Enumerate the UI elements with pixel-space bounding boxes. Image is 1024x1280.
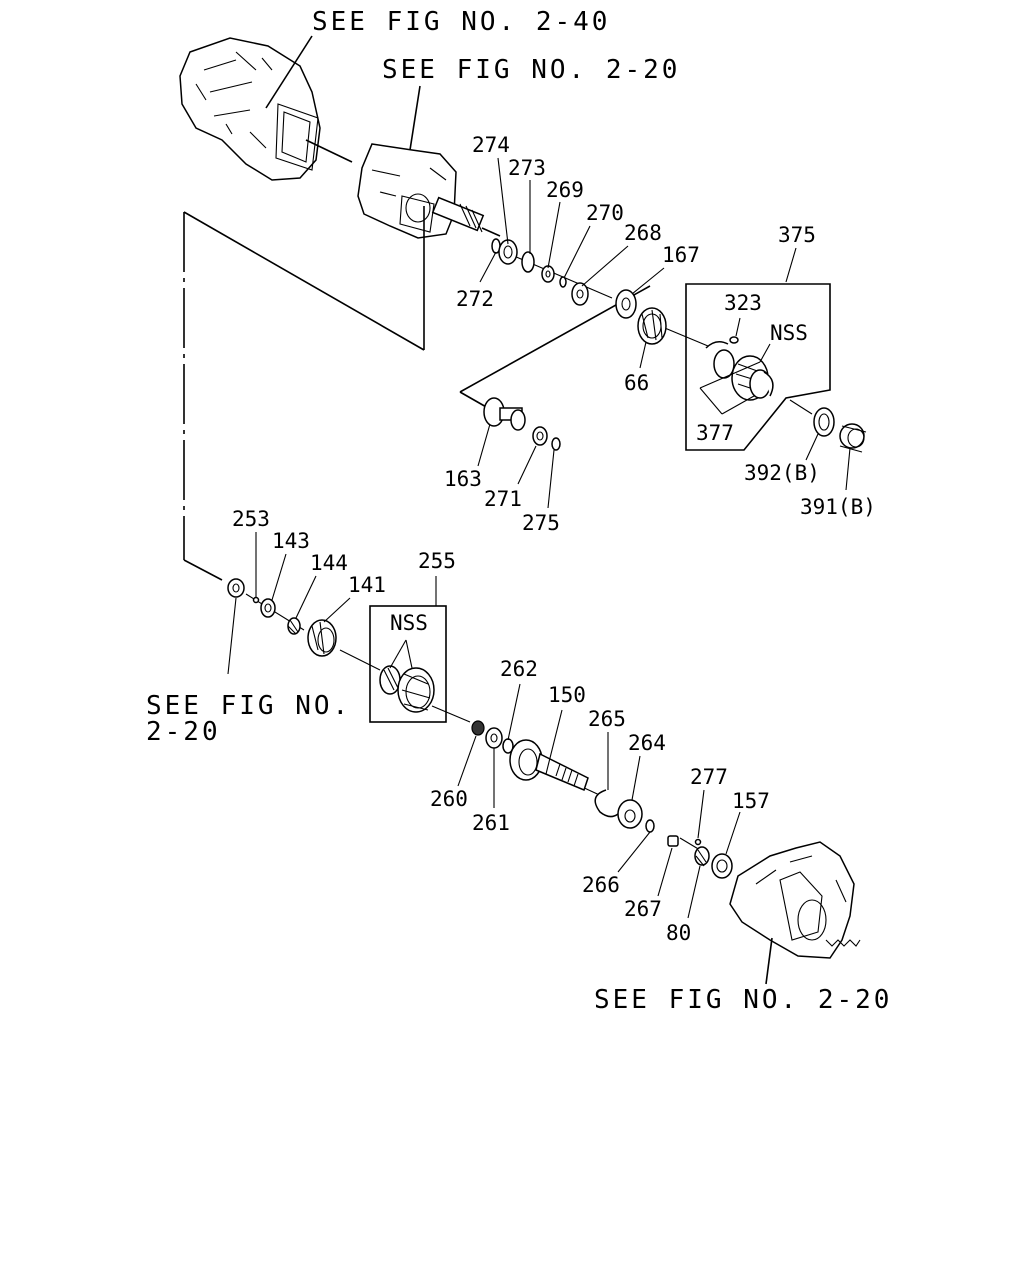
- label-nss-upper: NSS: [770, 321, 808, 345]
- part-66: [637, 307, 667, 345]
- label-265: 265: [588, 707, 626, 731]
- part-271: [532, 426, 548, 446]
- label-260: 260: [430, 787, 468, 811]
- label-150: 150: [548, 683, 586, 707]
- part-163: [483, 397, 526, 431]
- label-141: 141: [348, 573, 386, 597]
- label-143: 143: [272, 529, 310, 553]
- label-66: 66: [624, 371, 649, 395]
- part-167: [615, 289, 637, 319]
- label-167: 167: [662, 243, 700, 267]
- label-277: 277: [690, 765, 728, 789]
- part-144: [287, 617, 301, 635]
- reference-labels: SEE FIG NO. 2-40 SEE FIG NO. 2-20 SEE FI…: [146, 7, 892, 1015]
- part-268: [571, 282, 589, 306]
- label-267: 267: [624, 897, 662, 921]
- label-272: 272: [456, 287, 494, 311]
- label-274: 274: [472, 133, 510, 157]
- leader-fig-2-20-bottom: [765, 937, 773, 985]
- part-265: [594, 789, 619, 818]
- part-277: [694, 838, 702, 846]
- label-253: 253: [232, 507, 270, 531]
- label-268: 268: [624, 221, 662, 245]
- part-273: [521, 251, 535, 273]
- label-144: 144: [310, 551, 348, 575]
- label-391b: 391(B): [800, 495, 876, 519]
- ref-fig-2-40-top: SEE FIG NO. 2-40: [312, 7, 610, 37]
- part-255-synchronizer: [379, 665, 435, 713]
- part-266: [645, 819, 655, 833]
- part-141: [307, 619, 337, 657]
- part-375-synchronizer: [705, 336, 774, 401]
- label-269: 269: [546, 178, 584, 202]
- label-377: 377: [696, 421, 734, 445]
- group-box-375: [685, 283, 831, 451]
- part-washer-left: [227, 578, 245, 598]
- part-275: [551, 437, 561, 451]
- part-157: [711, 853, 733, 879]
- label-270: 270: [586, 201, 624, 225]
- label-266: 266: [582, 873, 620, 897]
- label-157: 157: [732, 789, 770, 813]
- label-nss-lower: NSS: [390, 611, 428, 635]
- part-264: [617, 799, 643, 829]
- label-163: 163: [444, 467, 482, 491]
- ref-fig-2-20-bottom: SEE FIG NO. 2-20: [594, 985, 892, 1015]
- label-255: 255: [418, 549, 456, 573]
- label-271: 271: [484, 487, 522, 511]
- label-264: 264: [628, 731, 666, 755]
- part-80: [694, 846, 710, 867]
- label-262: 262: [500, 657, 538, 681]
- part-270: [559, 276, 567, 288]
- part-267: [667, 835, 679, 847]
- group-box-255: [369, 605, 447, 723]
- leader-fig-2-40: [265, 35, 313, 109]
- part-260: [471, 720, 485, 736]
- part-253: [252, 596, 260, 604]
- label-273: 273: [508, 156, 546, 180]
- ref-fig-2-20-left-line2: 2-20: [146, 717, 221, 747]
- ref-fig-2-20-left-line1: SEE FIG NO.: [146, 691, 351, 721]
- part-150: [509, 739, 589, 792]
- label-80: 80: [666, 921, 691, 945]
- part-392b: [813, 407, 835, 437]
- part-number-labels: 274 273 269 270 268 167 375 323 NSS 272 …: [232, 133, 876, 945]
- transfer-case-illustration: [729, 841, 861, 959]
- ref-fig-2-20-top: SEE FIG NO. 2-20: [382, 55, 680, 85]
- label-261: 261: [472, 811, 510, 835]
- leader-fig-2-20-top: [409, 85, 421, 151]
- label-392b: 392(B): [744, 461, 820, 485]
- label-375: 375: [778, 223, 816, 247]
- part-269: [541, 265, 555, 283]
- part-391b: [839, 423, 867, 453]
- part-261: [485, 727, 503, 749]
- extension-housing-illustration: [357, 143, 457, 239]
- label-275: 275: [522, 511, 560, 535]
- leader-lines: [227, 157, 851, 919]
- label-323: 323: [724, 291, 762, 315]
- transmission-case-illustration: [179, 37, 321, 181]
- output-shaft-stub: [431, 196, 501, 237]
- part-143: [260, 598, 276, 618]
